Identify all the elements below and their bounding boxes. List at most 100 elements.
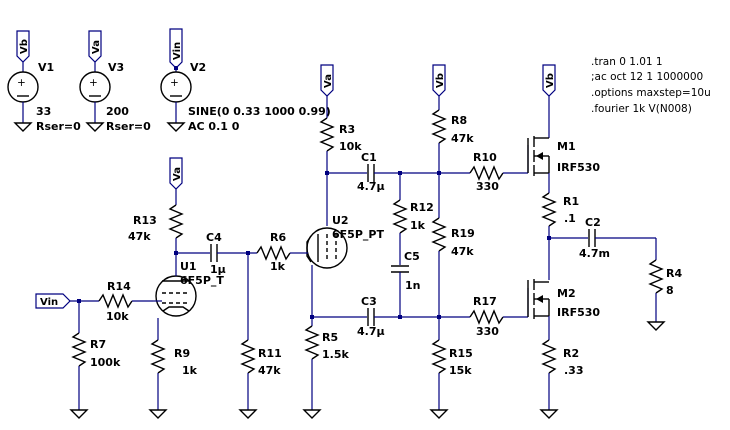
ground-r5	[302, 409, 322, 419]
resistor-r4[interactable]: R4 8	[648, 259, 682, 297]
flag-label: Va	[323, 74, 334, 88]
m1-model: IRF530	[557, 161, 600, 174]
flag-va-r3: Va	[320, 64, 334, 97]
resistor-r10[interactable]: R10 330	[469, 151, 504, 193]
ground-r2	[539, 409, 559, 419]
flag-vb-v1: Vb	[16, 30, 30, 63]
c5-value: 1n	[405, 279, 421, 292]
v3-param: Rser=0	[106, 120, 151, 133]
directive-fourier: .fourier 1k V(N008)	[591, 103, 692, 115]
r12-value: 1k	[410, 219, 426, 232]
capacitor-c3[interactable]: C3 4.7µ	[357, 295, 385, 338]
source-v2[interactable]: Vin + V2 SINE(0 0.33 1000 0.99) AC 0.1 0	[160, 28, 331, 133]
r8-name: R8	[451, 114, 467, 127]
resistor-r1[interactable]: R1 .1	[541, 192, 579, 227]
r6-name: R6	[270, 231, 286, 244]
r4-name: R4	[666, 267, 682, 280]
r1-value: .1	[564, 212, 576, 225]
c5-name: C5	[404, 250, 420, 263]
resistor-r6[interactable]: R6 1k	[256, 231, 291, 273]
flag-vb-r8: Vb	[432, 64, 446, 97]
directive-options: .options maxstep=10u	[591, 87, 711, 99]
r17-name: R17	[473, 295, 497, 308]
c1-name: C1	[361, 151, 377, 164]
c4-value: 1µ	[210, 263, 226, 276]
c3-value: 4.7µ	[357, 325, 385, 338]
u1-model: 6F5P_T	[180, 274, 224, 287]
r2-name: R2	[563, 347, 579, 360]
capacitor-c1[interactable]: C1 4.7µ	[357, 151, 385, 193]
m2-model: IRF530	[557, 306, 600, 319]
m2-name: M2	[557, 287, 576, 300]
resistor-r8[interactable]: R8 47k	[431, 109, 474, 145]
flag-label: Vin	[172, 42, 183, 60]
ground-r9	[148, 409, 168, 419]
tube-u2[interactable]: U2 6F5P_PT	[305, 214, 384, 269]
r5-value: 1.5k	[322, 348, 349, 361]
resistor-r13[interactable]: R13 47k	[128, 204, 184, 243]
r6-value: 1k	[270, 260, 286, 273]
mosfet-m2[interactable]: M2 IRF530	[527, 279, 600, 319]
c2-name: C2	[585, 216, 601, 229]
r15-name: R15	[449, 347, 473, 360]
resistor-r3[interactable]: R3 10k	[319, 117, 362, 153]
capacitor-c2[interactable]: C2 4.7m	[579, 216, 610, 260]
r9-name: R9	[174, 347, 190, 360]
tube-u1[interactable]: Va U1 6F5P_T	[153, 157, 224, 317]
v2-value: SINE(0 0.33 1000 0.99)	[188, 105, 331, 118]
ground-r15	[429, 409, 449, 419]
directive-ac: ;ac oct 12 1 1000000	[591, 71, 703, 83]
r13-name: R13	[133, 214, 157, 227]
r2-value: .33	[564, 364, 584, 377]
u1-name: U1	[180, 260, 197, 273]
mosfet-m1[interactable]: M1 IRF530	[527, 136, 600, 176]
flag-label: Vb	[545, 73, 556, 88]
source-v3[interactable]: Va + V3 200 Rser=0	[79, 30, 151, 133]
ground-r4	[646, 321, 666, 331]
c4-name: C4	[206, 231, 222, 244]
r19-value: 47k	[451, 245, 474, 258]
r11-value: 47k	[258, 364, 281, 377]
r11-name: R11	[258, 347, 282, 360]
v3-name: V3	[108, 61, 124, 74]
r8-value: 47k	[451, 132, 474, 145]
resistor-r19[interactable]: R19 47k	[431, 217, 475, 258]
r3-value: 10k	[339, 140, 362, 153]
c3-name: C3	[361, 295, 377, 308]
r10-value: 330	[476, 180, 499, 193]
r7-name: R7	[90, 338, 106, 351]
u2-name: U2	[332, 214, 349, 227]
flag-label: Vin	[40, 297, 58, 308]
flag-vb-m1: Vb	[542, 64, 556, 97]
flag-label: Vb	[19, 39, 30, 54]
v2-name: V2	[190, 61, 206, 74]
u2-model: 6F5P_PT	[332, 228, 384, 241]
resistor-r15[interactable]: R15 15k	[431, 339, 473, 377]
c1-value: 4.7µ	[357, 180, 385, 193]
capacitor-c5[interactable]: C5 1n	[391, 250, 421, 292]
resistor-r12[interactable]: R12 1k	[392, 199, 434, 234]
input-flag-vin: Vin	[35, 293, 71, 309]
r14-name: R14	[107, 280, 131, 293]
directive-tran: .tran 0 1.01 1	[591, 56, 663, 68]
resistor-r9[interactable]: R9 1k	[150, 339, 198, 377]
c2-value: 4.7m	[579, 247, 610, 260]
r10-name: R10	[473, 151, 497, 164]
svg-text:+: +	[89, 77, 98, 89]
flag-label: Vb	[435, 73, 446, 88]
spice-directives[interactable]: .tran 0 1.01 1 ;ac oct 12 1 1000000 .opt…	[591, 56, 711, 115]
svg-text:+: +	[170, 77, 179, 89]
resistor-r14[interactable]: R14 10k	[98, 280, 133, 323]
resistor-r5[interactable]: R5 1.5k	[304, 325, 349, 361]
ground-r11	[238, 409, 258, 419]
resistor-r17[interactable]: R17 330	[469, 295, 504, 338]
resistor-r2[interactable]: R2 .33	[541, 339, 584, 377]
r19-name: R19	[451, 227, 475, 240]
v1-value: 33	[36, 105, 51, 118]
resistor-r11[interactable]: R11 47k	[240, 339, 282, 377]
source-v1[interactable]: Vb + V1 33 Rser=0	[7, 30, 81, 133]
r5-name: R5	[322, 331, 338, 344]
resistor-r7[interactable]: R7 100k	[71, 332, 121, 369]
r14-value: 10k	[106, 310, 129, 323]
